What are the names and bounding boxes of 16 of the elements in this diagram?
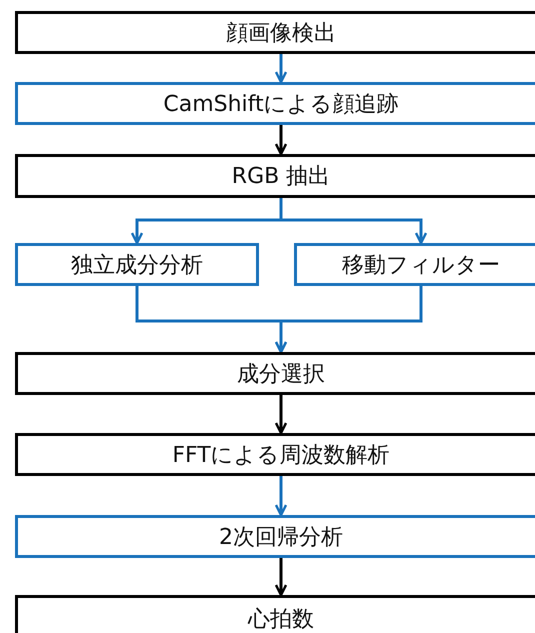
arrow bbox=[274, 476, 288, 516]
arrow bbox=[274, 54, 288, 84]
arrow bbox=[274, 395, 288, 434]
process-box: FFTによる周波数解析 bbox=[15, 433, 535, 476]
process-box: CamShiftによる顔追跡 bbox=[15, 82, 535, 125]
process-box: 心拍数 bbox=[15, 595, 535, 633]
process-box: 成分選択 bbox=[15, 352, 535, 395]
arrow bbox=[280, 198, 428, 244]
process-box: 独立成分分析 bbox=[15, 243, 259, 286]
process-box: RGB 抽出 bbox=[15, 154, 535, 198]
arrow bbox=[274, 286, 422, 354]
process-box: 移動フィルター bbox=[294, 243, 535, 286]
arrow bbox=[274, 558, 288, 596]
arrow bbox=[274, 125, 288, 156]
process-box: 顔画像検出 bbox=[15, 11, 535, 54]
process-box: 2次回帰分析 bbox=[15, 515, 535, 558]
